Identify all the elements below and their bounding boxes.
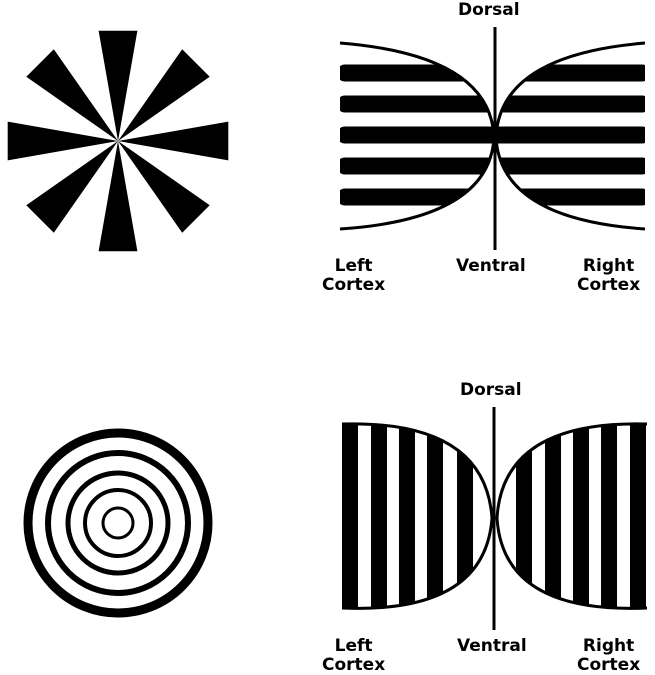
wedge — [118, 121, 229, 161]
left-cortex-line2: Cortex — [322, 655, 386, 675]
right-cortex-line2: Cortex — [577, 655, 641, 675]
right-cortex-label-bottom: Right Cortex — [577, 637, 640, 675]
wedge — [7, 121, 119, 161]
ventral-label-top: Ventral — [456, 256, 526, 276]
right-cortex-outline — [495, 422, 648, 610]
ring — [45, 450, 191, 596]
concentric-ring-stimulus — [23, 428, 213, 618]
ring — [65, 470, 171, 576]
ring — [23, 428, 213, 618]
right-cortex-line2: Cortex — [577, 275, 641, 295]
left-cortex-line1: Left — [334, 256, 373, 276]
left-cortex-label-top: Left Cortex — [322, 257, 385, 295]
left-cortex-line2: Cortex — [322, 275, 386, 295]
cortex-map-horizontal-bands — [339, 27, 646, 250]
wedge — [98, 141, 138, 252]
ring — [101, 506, 135, 540]
right-cortex-line1: Right — [582, 636, 635, 656]
wedge — [98, 30, 138, 142]
wedge — [118, 141, 210, 233]
left-cortex-label-bottom: Left Cortex — [322, 637, 385, 675]
radial-wedge-stimulus — [7, 30, 229, 252]
wedge — [118, 49, 210, 141]
cortex-map-vertical-bands — [341, 407, 648, 630]
ring — [83, 488, 153, 558]
right-cortex-label-top: Right Cortex — [577, 257, 640, 295]
wedge — [26, 141, 118, 233]
wedge — [26, 49, 118, 141]
right-cortex-line1: Right — [582, 256, 635, 276]
left-cortex-line1: Left — [334, 636, 373, 656]
dorsal-label-top: Dorsal — [458, 0, 520, 20]
left-cortex-outline — [341, 422, 494, 610]
ventral-label-bottom: Ventral — [457, 636, 527, 656]
dorsal-label-bottom: Dorsal — [460, 380, 522, 400]
